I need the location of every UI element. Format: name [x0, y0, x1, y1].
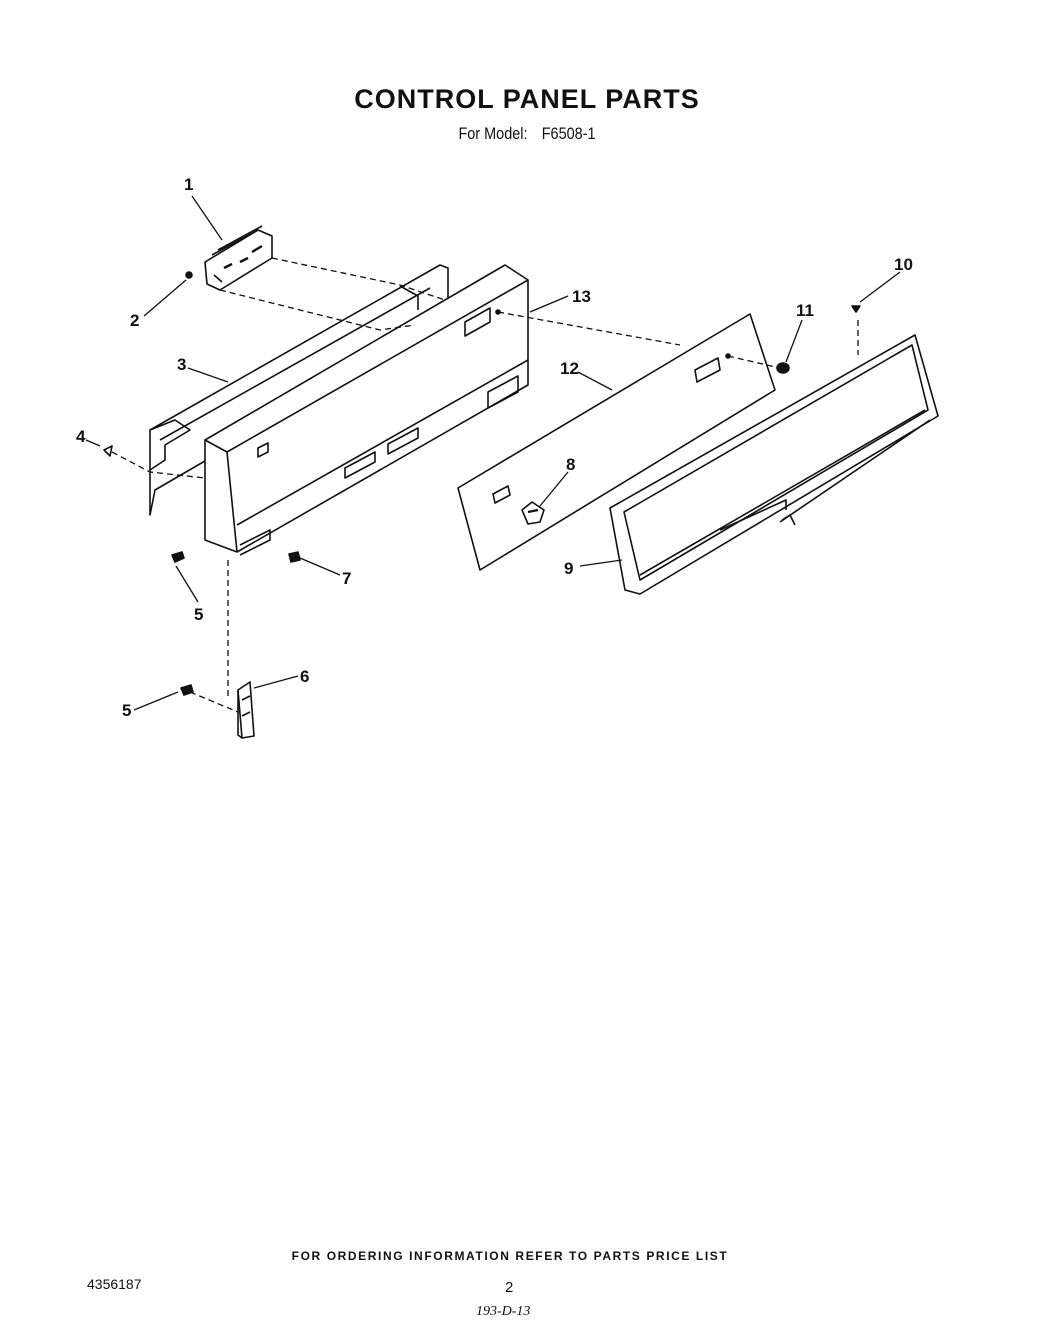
part-1-control-module — [204, 225, 273, 291]
callout-6: 6 — [300, 667, 309, 686]
callout-1: 1 — [184, 175, 193, 194]
part-4-clip — [103, 445, 113, 457]
assembly-lines — [111, 257, 859, 713]
exploded-parts-diagram: 1 2 3 4 5 5 6 7 8 9 10 11 12 13 — [76, 175, 939, 739]
callout-9: 9 — [564, 559, 573, 578]
part-5-screws — [171, 551, 194, 696]
callout-13: 13 — [572, 287, 591, 306]
callout-12: 12 — [560, 359, 579, 378]
part-10-screw — [851, 305, 861, 313]
callout-5-upper: 5 — [194, 605, 203, 624]
part-8-knob — [521, 501, 545, 525]
callout-10: 10 — [894, 255, 913, 274]
model-label: For Model: — [458, 124, 528, 143]
callout-5-lower: 5 — [122, 701, 131, 720]
callout-4: 4 — [76, 427, 86, 446]
part-7-screw — [288, 551, 301, 563]
part-9-front-frame — [609, 334, 939, 595]
part-2-screw — [185, 271, 193, 279]
callout-11: 11 — [796, 301, 814, 320]
page-title: CONTROL PANEL PARTS — [354, 84, 700, 114]
page-number: 2 — [505, 1279, 514, 1296]
callout-3: 3 — [177, 355, 186, 374]
part-11-nut — [776, 362, 790, 374]
ordering-note: FOR ORDERING INFORMATION REFER TO PARTS … — [291, 1249, 729, 1263]
model-number: F6508-1 — [541, 124, 596, 143]
callout-7: 7 — [342, 569, 351, 588]
callout-2: 2 — [130, 311, 139, 330]
model-line: For Model: F6508-1 — [79, 124, 975, 144]
part-13-panel-housing — [204, 264, 529, 556]
handwritten-code: 193-D-13 — [476, 1304, 531, 1319]
part-6-bracket — [237, 681, 255, 739]
callout-8: 8 — [566, 455, 575, 474]
document-part-number: 4356187 — [87, 1276, 142, 1292]
leader-lines — [85, 195, 901, 711]
